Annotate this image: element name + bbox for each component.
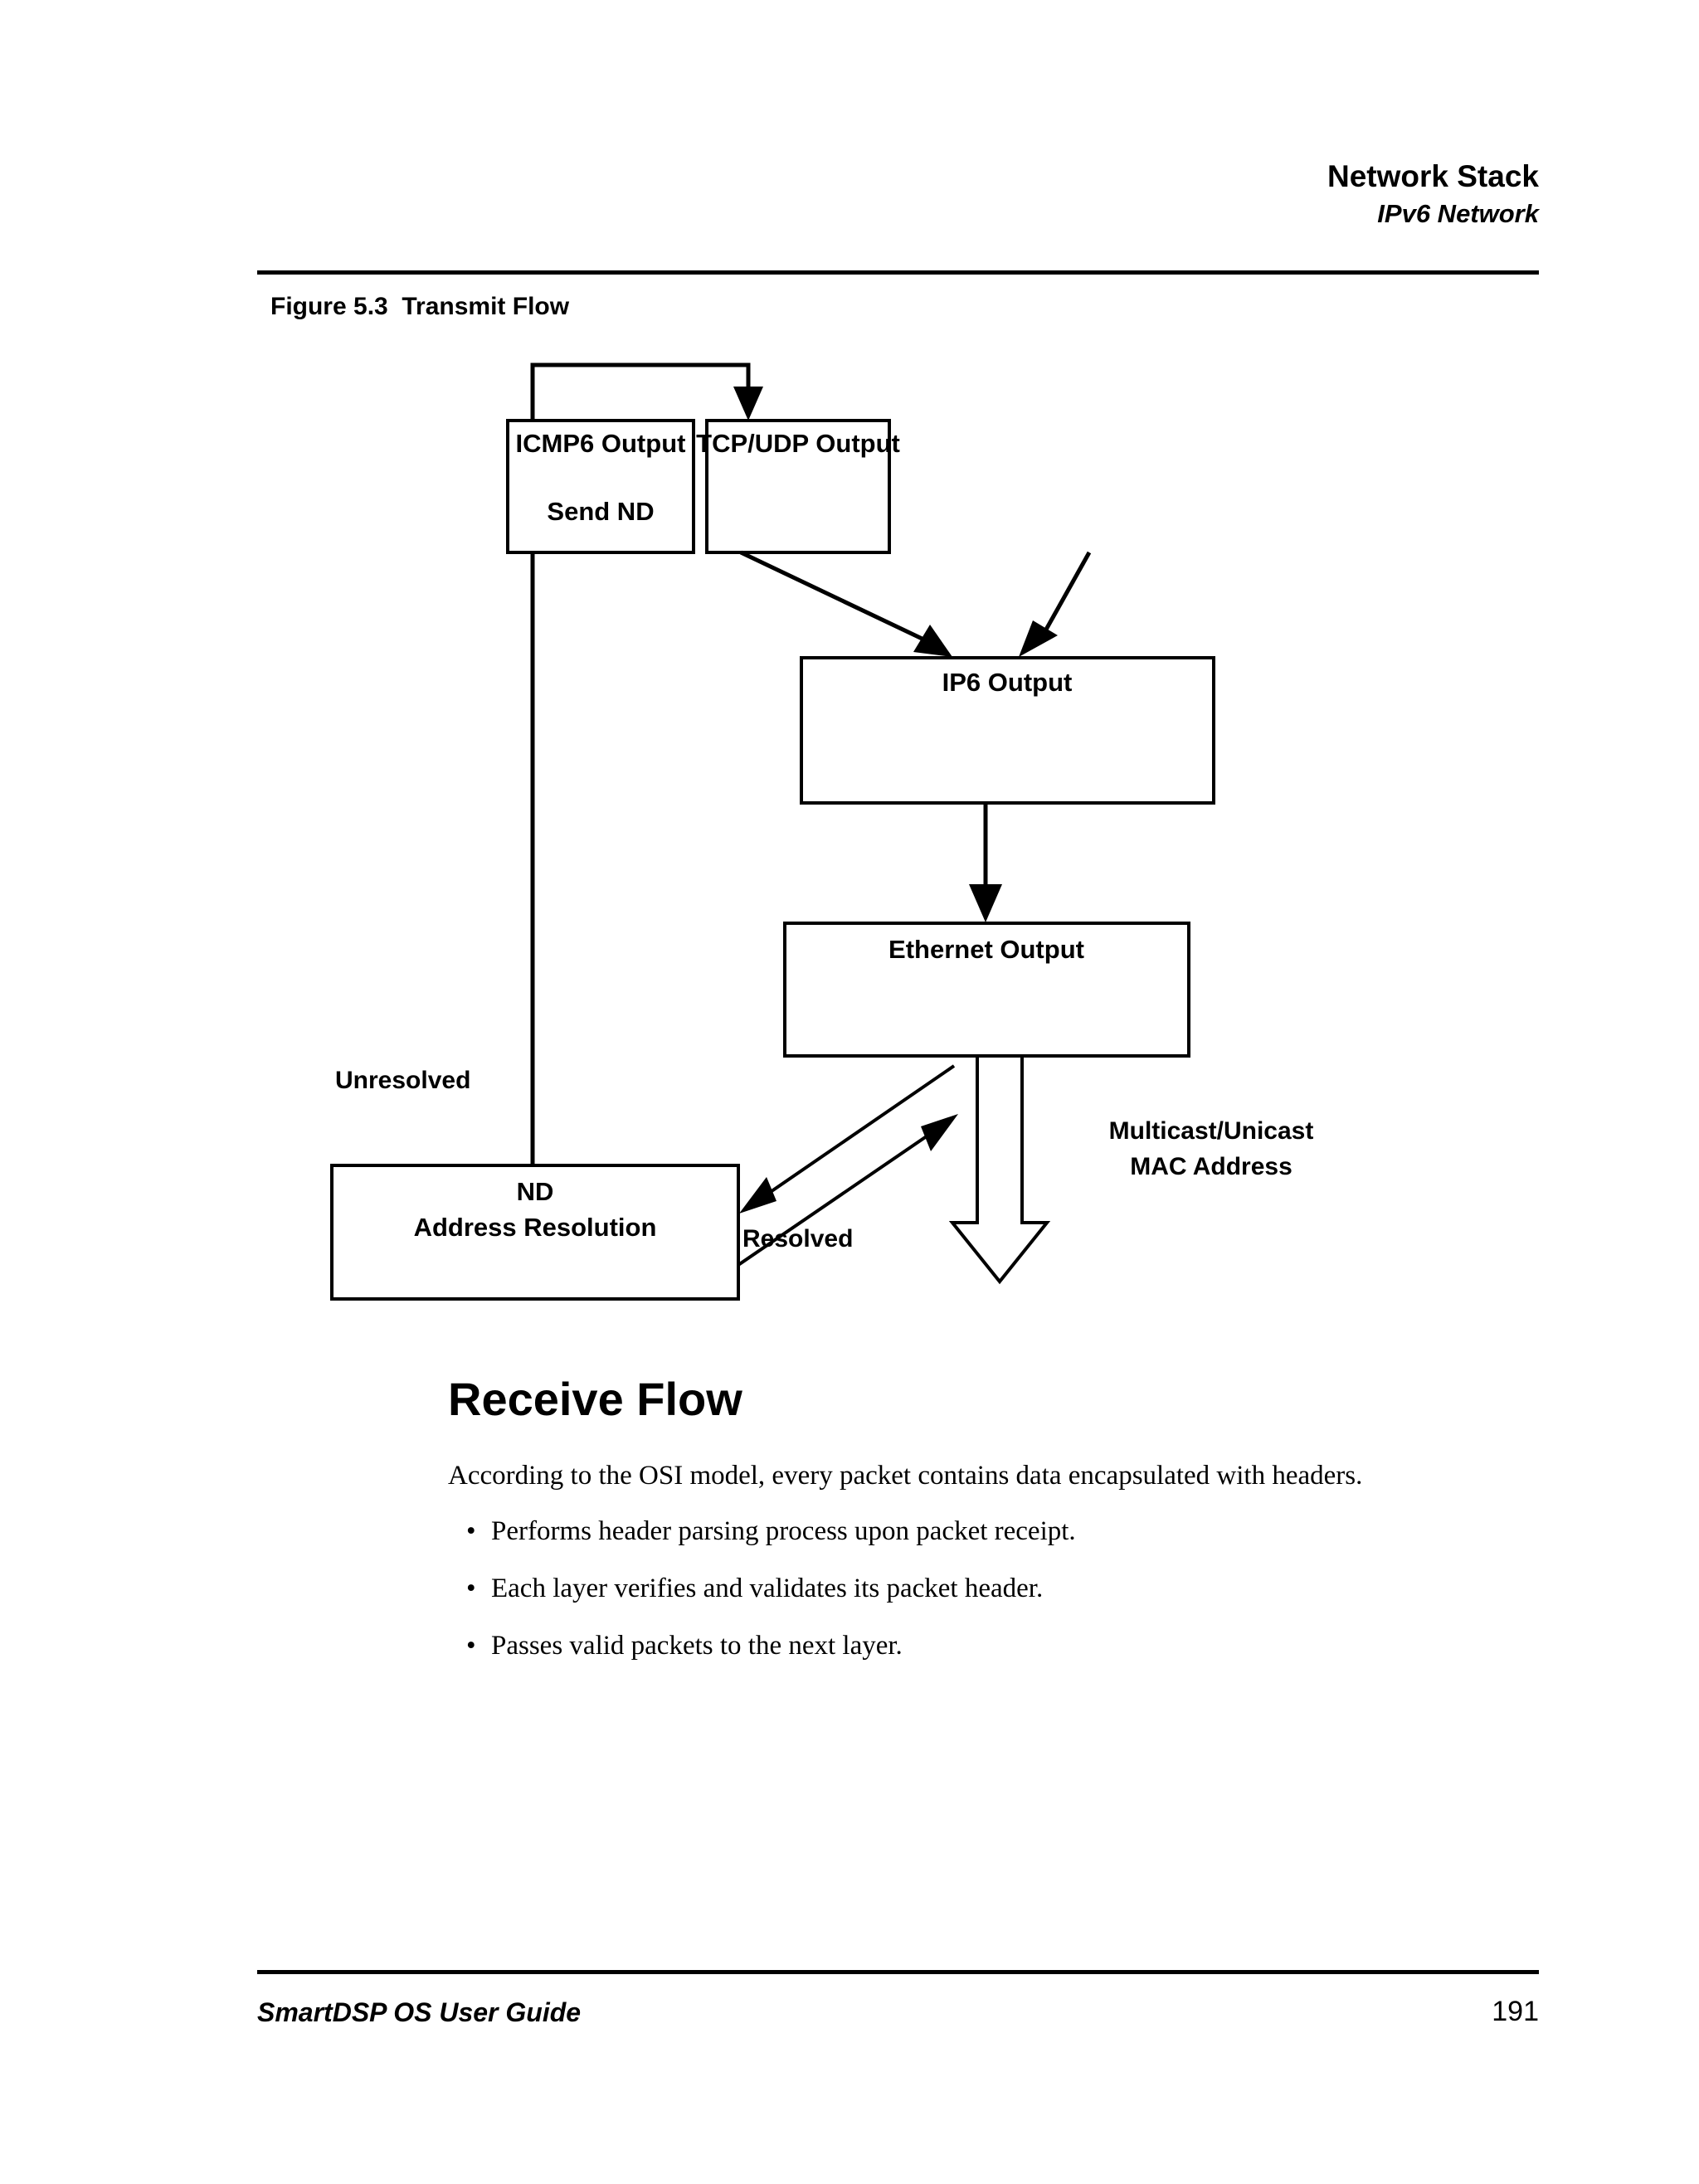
icmp6-output-label-line2: Send ND [547,497,654,526]
ip6-output-label: IP6 Output [942,668,1073,697]
tcpudp-output-label: TCP/UDP Output [696,429,900,458]
mac-address-label-line2: MAC Address [1130,1153,1293,1180]
receive-flow-bullet-list: • Performs header parsing process upon p… [448,1513,1526,1685]
ethernet-to-nd-line [762,1064,956,1199]
header-rule [257,270,1539,275]
footer-rule [257,1970,1539,1974]
nd-label-line2: Address Resolution [414,1213,657,1242]
tcpudp-output-box [705,419,891,554]
list-item: • Performs header parsing process upon p… [448,1513,1526,1549]
nd-to-ethernet-line [737,1129,937,1267]
resolved-label: Resolved [742,1225,853,1253]
transmit-flow-diagram: ICMP6 Output Send ND TCP/UDP Output IP6 … [330,362,1314,1301]
tcpudp-to-ip6-arrowhead [1019,620,1058,657]
list-item-text: Each layer verifies and validates its pa… [491,1574,1044,1603]
nd-address-resolution-box [330,1164,740,1301]
tcpudp-to-ip6-line [1036,551,1092,644]
ethernet-to-nd-arrowhead [739,1177,776,1214]
section-heading-receive-flow: Receive Flow [448,1373,742,1425]
footer-document-title: SmartDSP OS User Guide [257,1997,582,2027]
ip6-to-ethernet-arrowhead [969,884,1002,922]
footer-page-number: 191 [1492,1996,1539,2027]
unresolved-arrowhead [733,387,763,421]
ethernet-output-label: Ethernet Output [888,935,1084,964]
mac-address-label-line1: Multicast/Unicast [1109,1117,1314,1145]
ip6-output-box [800,656,1215,805]
list-item-text: Performs header parsing process upon pac… [491,1516,1076,1546]
ethernet-output-box [783,922,1190,1058]
bullet-marker-icon: • [466,1574,476,1603]
unresolved-label: Unresolved [335,1067,470,1094]
unresolved-feedback-path [530,362,751,1165]
section-paragraph: According to the OSI model, every packet… [448,1461,1363,1491]
nd-to-ethernet-arrowhead [921,1114,958,1151]
header-subtitle: IPv6 Network [1377,199,1539,228]
nd-label-line1: ND [517,1177,554,1206]
list-item: • Each layer verifies and validates its … [448,1570,1526,1607]
mac-address-block-arrow [948,1054,1051,1285]
bullet-marker-icon: • [466,1631,476,1661]
icmp6-output-label-line1: ICMP6 Output [516,429,686,458]
list-item-text: Passes valid packets to the next layer. [491,1631,903,1661]
figure-caption: Figure 5.3 Transmit Flow [270,293,570,320]
icmp6-output-box [506,419,695,554]
icmp6-to-ip6-arrowhead [913,625,952,657]
bullet-marker-icon: • [466,1516,476,1546]
running-header: Network Stack IPv6 Network [257,158,1539,232]
icmp6-to-ip6-line [739,550,932,645]
list-item: • Passes valid packets to the next layer… [448,1627,1526,1664]
header-title: Network Stack [1327,159,1539,193]
